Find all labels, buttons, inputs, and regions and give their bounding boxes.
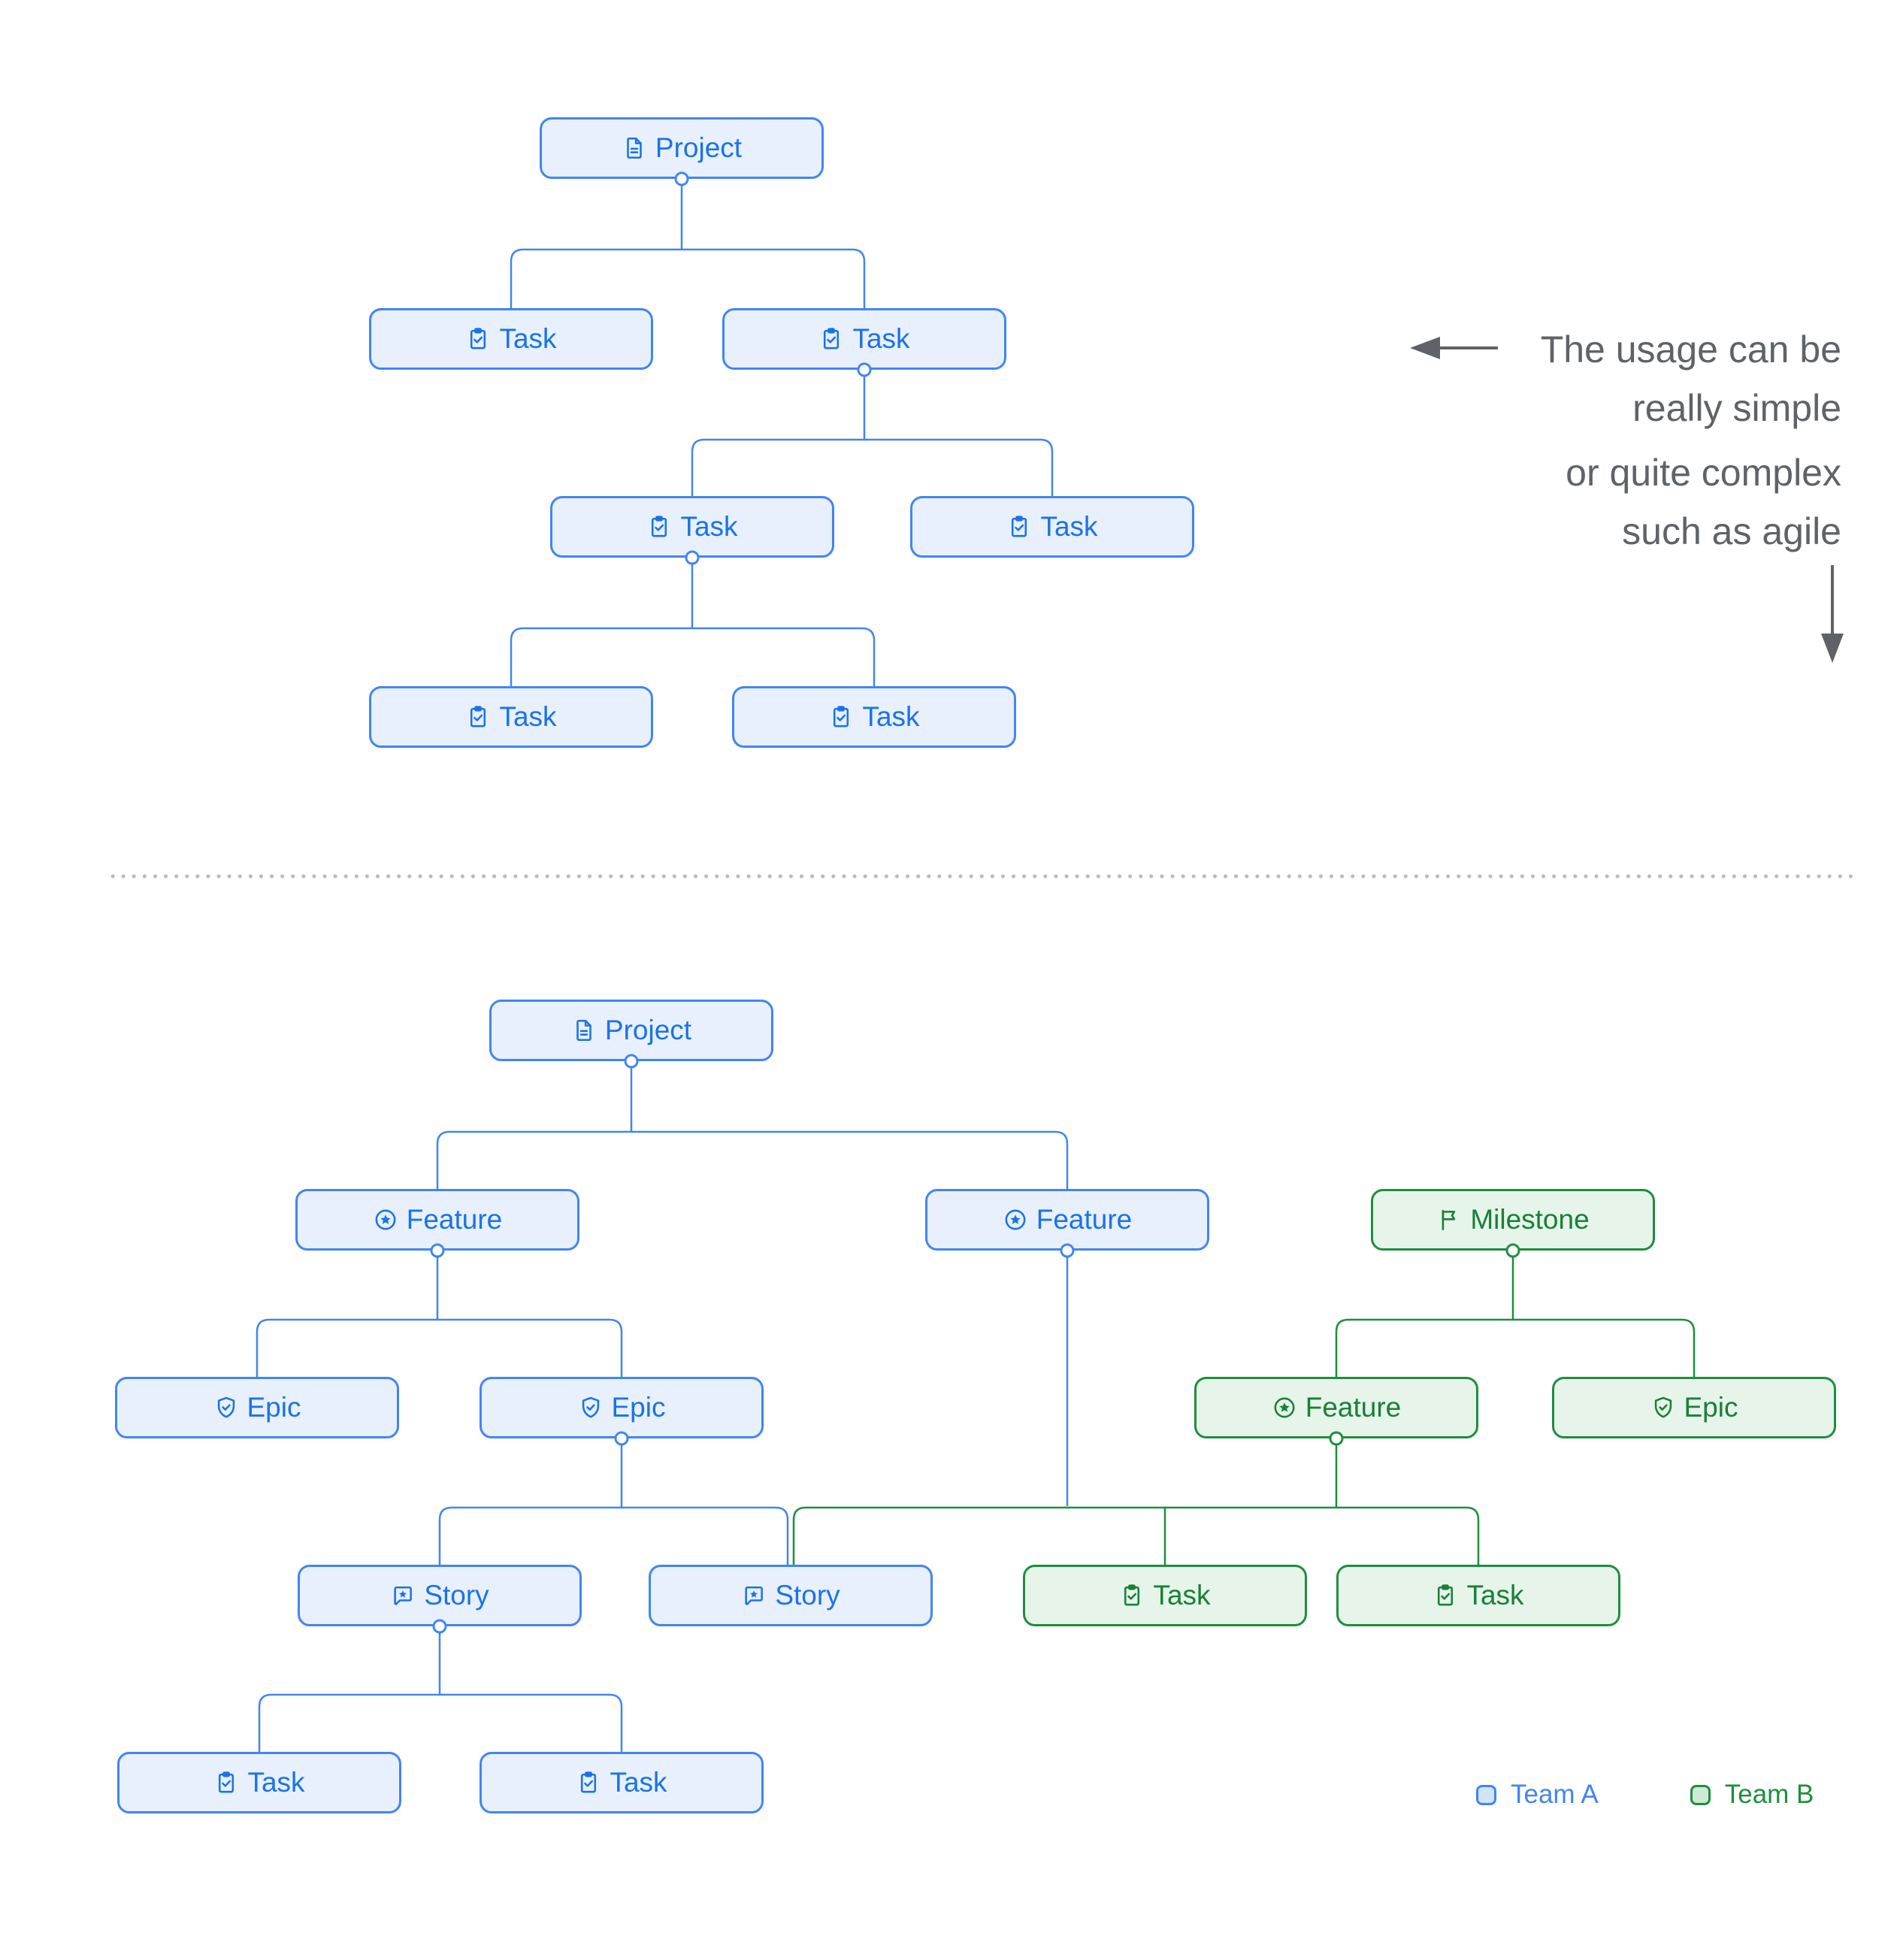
annotation-line: or quite complex bbox=[1566, 452, 1841, 494]
down-arrow-icon bbox=[1821, 565, 1844, 663]
team-a-swatch-icon bbox=[1476, 1784, 1496, 1805]
top-node-task-1: Task bbox=[369, 308, 653, 370]
top-node-project: Project bbox=[540, 117, 824, 179]
node-label: Epic bbox=[247, 1392, 301, 1423]
feature-icon bbox=[1003, 1207, 1028, 1233]
node-label: Epic bbox=[1684, 1392, 1738, 1423]
bottom-node-task-7: Task bbox=[1023, 1565, 1307, 1626]
node-label: Feature bbox=[406, 1204, 503, 1235]
node-label: Task bbox=[499, 701, 557, 732]
epic-icon bbox=[1650, 1395, 1676, 1420]
task-icon bbox=[465, 326, 491, 352]
node-label: Milestone bbox=[1470, 1204, 1590, 1235]
document-icon bbox=[622, 135, 647, 161]
epic-icon bbox=[578, 1395, 604, 1420]
node-label: Task bbox=[1466, 1580, 1524, 1611]
annotation-line: such as agile bbox=[1622, 510, 1841, 552]
legend-label: Team A bbox=[1511, 1780, 1599, 1809]
top-node-task-4: Task bbox=[910, 496, 1194, 558]
node-label: Task bbox=[680, 511, 738, 542]
feature-icon bbox=[373, 1207, 398, 1233]
node-label: Task bbox=[610, 1767, 667, 1798]
bottom-node-feature-1: Feature bbox=[295, 1189, 579, 1251]
story-icon bbox=[741, 1583, 767, 1608]
top-node-task-3: Task bbox=[550, 496, 834, 558]
node-label: Story bbox=[775, 1580, 840, 1611]
bottom-node-task-9: Task bbox=[117, 1752, 401, 1813]
node-label: Task bbox=[1153, 1580, 1211, 1611]
node-label: Task bbox=[247, 1767, 305, 1798]
annotation-text: The usage can be really simple or quite … bbox=[1360, 320, 1841, 561]
node-label: Epic bbox=[611, 1392, 666, 1423]
feature-icon bbox=[1272, 1395, 1297, 1420]
bottom-node-task-8: Task bbox=[1336, 1565, 1620, 1626]
task-icon bbox=[828, 704, 854, 730]
bottom-node-epic-2: Epic bbox=[480, 1377, 764, 1438]
top-tree-connectors bbox=[510, 185, 1054, 686]
legend-item-team-b: Team B bbox=[1690, 1780, 1814, 1810]
bottom-node-project: Project bbox=[489, 1000, 773, 1061]
legend: Team A Team B bbox=[1476, 1780, 1814, 1810]
node-label: Feature bbox=[1036, 1204, 1133, 1235]
bottom-node-task-10: Task bbox=[480, 1752, 764, 1813]
node-label: Project bbox=[655, 132, 743, 163]
bottom-node-epic-3: Epic bbox=[1552, 1377, 1836, 1438]
node-label: Project bbox=[604, 1015, 692, 1045]
task-icon bbox=[1119, 1583, 1145, 1608]
top-node-task-6: Task bbox=[732, 686, 1016, 748]
node-label: Task bbox=[499, 323, 557, 354]
task-icon bbox=[646, 514, 672, 540]
annotation-line: really simple bbox=[1632, 387, 1841, 429]
team-b-swatch-icon bbox=[1690, 1784, 1711, 1805]
node-label: Task bbox=[852, 323, 910, 354]
node-label: Story bbox=[424, 1580, 489, 1611]
task-icon bbox=[818, 326, 844, 352]
bottom-node-milestone: Milestone bbox=[1371, 1189, 1655, 1251]
node-label: Task bbox=[1040, 511, 1098, 542]
task-icon bbox=[1006, 514, 1032, 540]
annotation-line: The usage can be bbox=[1540, 328, 1841, 371]
task-icon bbox=[1433, 1583, 1458, 1608]
epic-icon bbox=[213, 1395, 239, 1420]
top-node-task-2: Task bbox=[722, 308, 1006, 370]
story-icon bbox=[390, 1583, 416, 1608]
node-label: Task bbox=[862, 701, 920, 732]
milestone-icon bbox=[1436, 1207, 1462, 1233]
legend-label: Team B bbox=[1724, 1780, 1814, 1809]
bottom-node-feature-2: Feature bbox=[925, 1189, 1209, 1251]
bottom-node-feature-3: Feature bbox=[1194, 1377, 1478, 1438]
task-icon bbox=[576, 1770, 601, 1795]
task-icon bbox=[465, 704, 491, 730]
bottom-node-story-2: Story bbox=[649, 1565, 933, 1626]
node-label: Feature bbox=[1305, 1392, 1402, 1423]
document-icon bbox=[571, 1018, 597, 1043]
bottom-node-story-1: Story bbox=[298, 1565, 582, 1626]
legend-item-team-a: Team A bbox=[1476, 1780, 1599, 1810]
top-node-task-5: Task bbox=[369, 686, 653, 748]
bottom-node-epic-1: Epic bbox=[115, 1377, 399, 1438]
task-icon bbox=[213, 1770, 239, 1795]
